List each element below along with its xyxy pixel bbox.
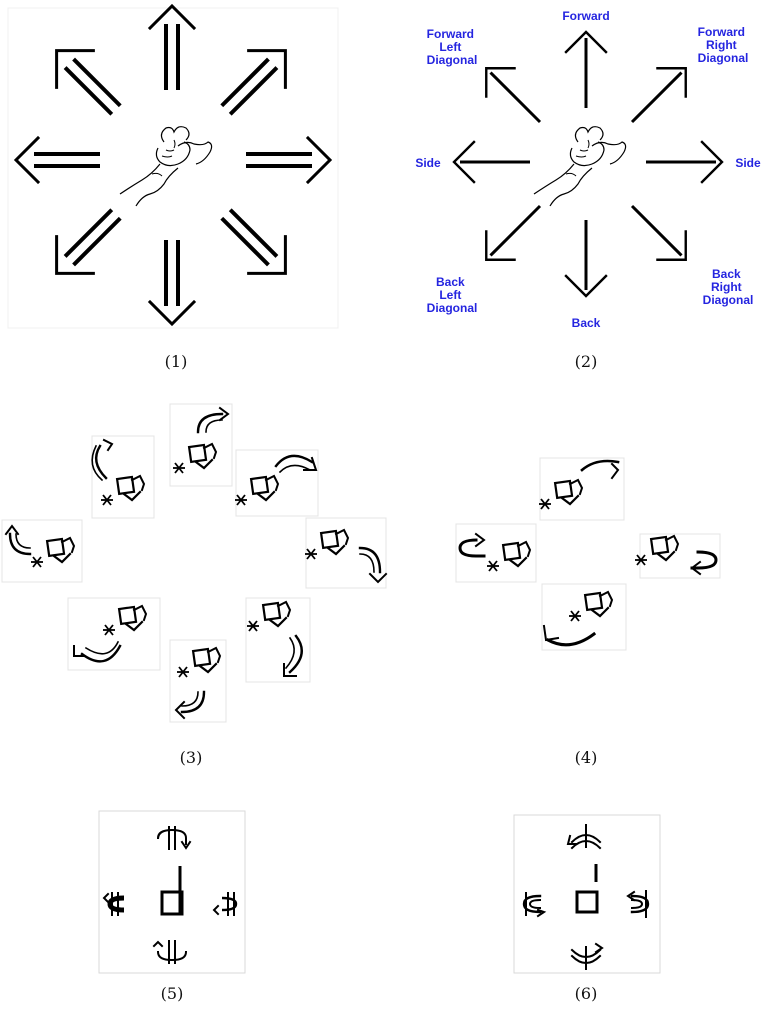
label-forward-left: Forward Left Diagonal xyxy=(427,27,478,67)
arrow-forward-left xyxy=(470,52,556,138)
glyph-side-left xyxy=(455,523,537,583)
symbol-side-right xyxy=(212,892,238,916)
glyph-side-left xyxy=(1,519,83,583)
label-forward-right: Forward Right Diagonal xyxy=(698,25,749,65)
panel-4-sign-glyphs xyxy=(455,457,721,651)
panel-5-crossed-stem-symbols xyxy=(98,810,246,974)
d-glyph xyxy=(575,864,599,914)
glyph-forward xyxy=(169,403,233,487)
arrow-side-left xyxy=(452,140,532,184)
symbol-side-left xyxy=(102,892,125,916)
label-back-right: Back Right Diagonal xyxy=(703,267,754,307)
label-back-left: Back Left Diagonal xyxy=(427,275,478,315)
symbol-side-right xyxy=(626,890,650,918)
caption-6: (6) xyxy=(575,984,598,1003)
arrow-back-right xyxy=(616,190,702,276)
label-side-left: Side xyxy=(415,156,441,170)
symbol-back xyxy=(570,942,604,970)
panel-2-labeled-arrows: Forward Forward Left Diagonal Forward Ri… xyxy=(415,9,761,330)
symbol-side-left xyxy=(522,892,547,918)
glyph-back xyxy=(541,583,627,651)
glyph-forward-right xyxy=(233,449,319,517)
hand-sketch xyxy=(533,126,627,207)
d-glyph xyxy=(160,866,184,916)
symbol-forward xyxy=(156,826,192,850)
caption-4: (4) xyxy=(575,748,598,767)
glyph-back-right xyxy=(245,597,311,683)
arrow-side-right xyxy=(644,140,724,184)
caption-5: (5) xyxy=(161,984,184,1003)
glyph-back xyxy=(169,639,227,723)
panel-6-crossed-stem-symbols xyxy=(513,814,661,974)
label-forward: Forward xyxy=(562,9,609,23)
symbol-back xyxy=(152,940,188,964)
arrow-back xyxy=(564,218,608,298)
glyph-side-right xyxy=(633,533,721,579)
panel-1-double-arrows xyxy=(7,4,339,329)
panel-3-sign-glyphs xyxy=(1,403,388,723)
caption-1: (1) xyxy=(165,352,188,371)
glyph-back-left xyxy=(67,597,161,671)
label-side-right: Side xyxy=(735,156,761,170)
glyph-forward xyxy=(537,457,625,521)
arrow-back-left xyxy=(470,190,556,276)
caption-3: (3) xyxy=(180,748,203,767)
symbol-forward xyxy=(566,824,602,850)
arrow-forward-right xyxy=(616,52,702,138)
label-back: Back xyxy=(572,316,601,330)
caption-2: (2) xyxy=(575,352,598,371)
arrow-forward xyxy=(564,30,608,110)
glyph-side-right xyxy=(303,517,388,589)
glyph-forward-left xyxy=(91,435,155,519)
